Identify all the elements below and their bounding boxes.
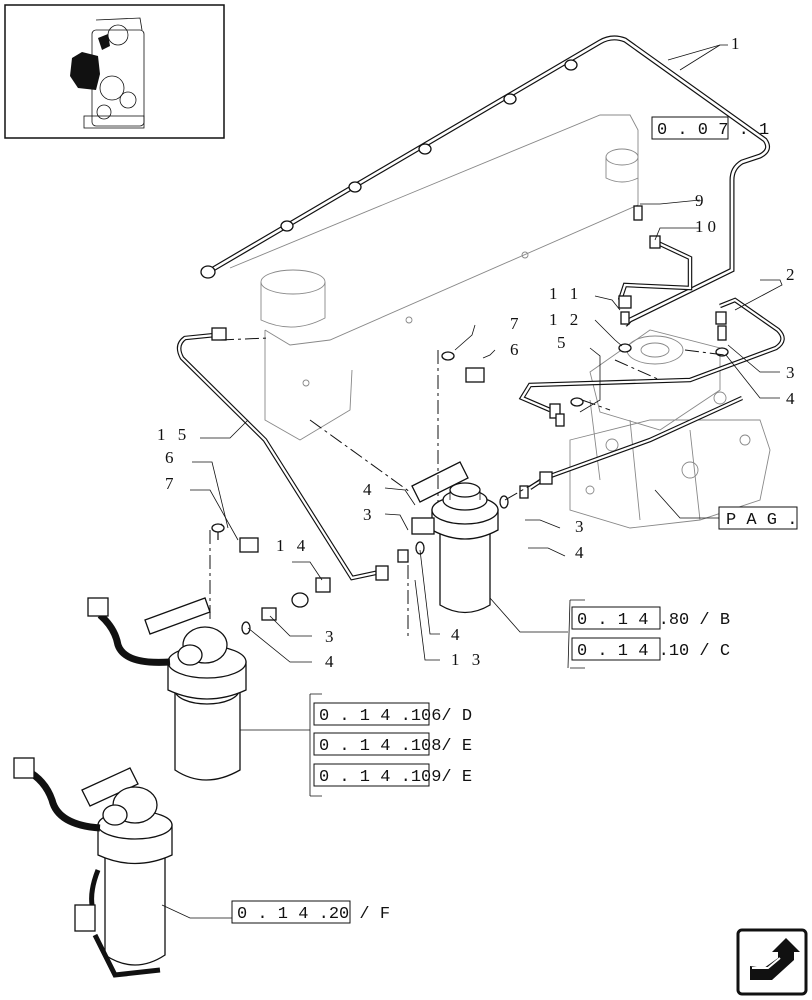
fuel-filter-upper xyxy=(411,461,499,614)
callout-6: 6 xyxy=(510,340,523,359)
ref-box-f[interactable]: 0 . 1 4 .20 / F xyxy=(231,900,390,924)
fuel-filter-lower xyxy=(13,757,173,978)
callout-3-upper-filter: 3 xyxy=(363,505,376,524)
callout-5: 5 xyxy=(557,333,570,352)
svg-text:0 . 1 4 .80 / B: 0 . 1 4 .80 / B xyxy=(577,611,730,630)
callout-7: 7 xyxy=(510,314,523,333)
callout-1: 1 xyxy=(731,34,744,53)
callout-4-middle: 4 xyxy=(325,652,338,671)
ref-box-top[interactable]: 0 . 0 7 . 1 xyxy=(651,116,769,140)
pipe-1-leakoff xyxy=(200,35,771,327)
callout-2: 2 xyxy=(786,265,799,284)
ref-box-b[interactable]: 0 . 1 4 .80 / B xyxy=(571,606,730,630)
callout-15: 1 5 xyxy=(157,425,190,444)
pipe-2 xyxy=(518,297,785,427)
fittings-middle-row xyxy=(211,351,485,635)
callout-12: 1 2 xyxy=(549,310,582,329)
ref-box-e1[interactable]: 0 . 1 4 .108/ E xyxy=(313,732,472,756)
callout-6-left: 6 xyxy=(165,448,178,467)
callout-10: 10 xyxy=(695,217,720,236)
svg-text:P A G .: P A G . xyxy=(726,511,797,530)
pipe-15 xyxy=(176,327,425,581)
callout-7-left: 7 xyxy=(165,474,178,493)
engine-block-outline xyxy=(229,114,639,441)
callout-4-center: 4 xyxy=(451,625,464,644)
pipe-filter-to-pump xyxy=(499,395,743,509)
assembly-axes xyxy=(209,337,726,640)
callout-3: 3 xyxy=(786,363,799,382)
callout-14: 1 4 xyxy=(276,536,309,555)
engine-location-thumbnail[interactable] xyxy=(4,4,225,139)
reference-boxes: 0 . 0 7 . 1 P A G . 0 . 1 4 .80 / B 0 . … xyxy=(231,116,798,924)
callout-4-pipe: 4 xyxy=(575,543,588,562)
svg-text:0 . 1 4 .10 / C: 0 . 1 4 .10 / C xyxy=(577,642,730,661)
callout-9: 9 xyxy=(695,191,708,210)
pipe-10-loop xyxy=(617,205,693,353)
svg-text:0 . 1 4 .20 / F: 0 . 1 4 .20 / F xyxy=(237,905,390,924)
callout-3-pipe: 3 xyxy=(575,517,588,536)
callout-leaders xyxy=(161,44,783,919)
callout-13: 1 3 xyxy=(451,650,484,669)
ref-box-c[interactable]: 0 . 1 4 .10 / C xyxy=(571,637,730,661)
callout-3-middle: 3 xyxy=(325,627,338,646)
next-page-arrow-icon[interactable] xyxy=(736,928,808,996)
svg-text:0 . 1 4 .109/ E: 0 . 1 4 .109/ E xyxy=(319,768,472,787)
svg-text:0 . 0 7 . 1: 0 . 0 7 . 1 xyxy=(657,121,769,140)
svg-text:0 . 1 4 .108/ E: 0 . 1 4 .108/ E xyxy=(319,737,472,756)
fuel-filter-middle xyxy=(87,597,247,781)
callout-4-upper-filter: 4 xyxy=(363,480,376,499)
callout-11: 1 1 xyxy=(549,284,582,303)
injection-pump xyxy=(569,329,771,529)
svg-text:0 . 1 4 .106/ D: 0 . 1 4 .106/ D xyxy=(319,707,472,726)
callout-numbers: 1 2 3 4 5 6 7 9 10 1 1 1 2 1 5 6 7 4 3 3… xyxy=(157,34,799,671)
ref-box-e2[interactable]: 0 . 1 4 .109/ E xyxy=(313,763,472,787)
ref-box-pag[interactable]: P A G . xyxy=(718,506,798,530)
ref-box-d[interactable]: 0 . 1 4 .106/ D xyxy=(313,702,472,726)
callout-4: 4 xyxy=(786,389,799,408)
